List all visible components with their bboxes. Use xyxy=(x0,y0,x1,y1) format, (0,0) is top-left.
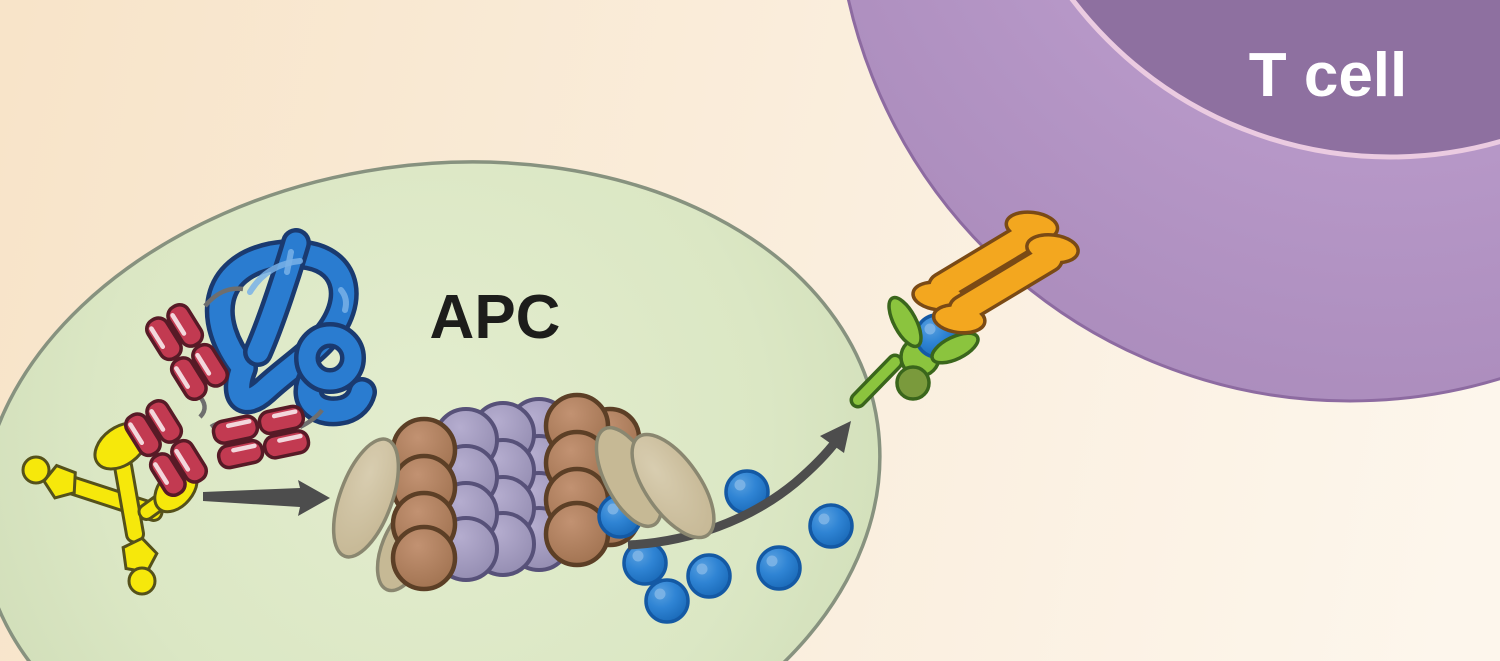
peptide xyxy=(644,578,690,624)
proteasome-cap-right xyxy=(630,432,716,540)
presentation-arrow xyxy=(627,421,851,550)
peptide xyxy=(756,545,802,591)
processing-arrow xyxy=(203,480,330,516)
proteasome-end-ring xyxy=(390,392,642,592)
mhc-peptide-complex xyxy=(849,295,980,409)
t-cell-label: T cell xyxy=(1249,41,1408,110)
peptide xyxy=(808,503,854,549)
t-cell-nucleus xyxy=(1069,0,1500,160)
blue-peptides xyxy=(597,469,854,624)
proteasome-cap-left xyxy=(331,437,401,559)
red-antibody-domains xyxy=(120,286,324,501)
proteasome-barrel xyxy=(331,392,642,593)
peptide xyxy=(686,553,732,599)
apc-label: APC xyxy=(430,283,561,352)
